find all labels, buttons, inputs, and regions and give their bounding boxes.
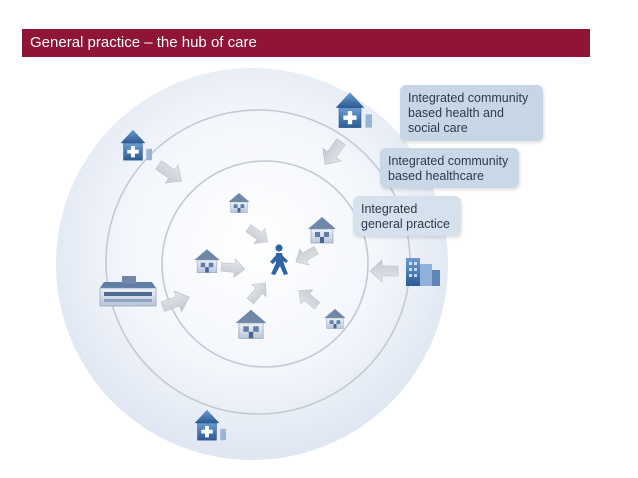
label-integrated-general-practice: Integrated general practice	[353, 196, 461, 236]
hospital-icon	[99, 276, 157, 307]
inner-ring	[161, 160, 369, 368]
title-bar: General practice – the hub of care	[22, 29, 590, 57]
walking-person-icon	[270, 244, 288, 275]
label-integrated-community-healthcare: Integrated community based healthcare	[380, 148, 519, 188]
office-building-icon	[406, 258, 440, 286]
slide-title: General practice – the hub of care	[30, 34, 257, 51]
outer-ring	[56, 68, 448, 460]
label-integrated-community-health-social-care: Integrated community based health and so…	[400, 85, 543, 141]
